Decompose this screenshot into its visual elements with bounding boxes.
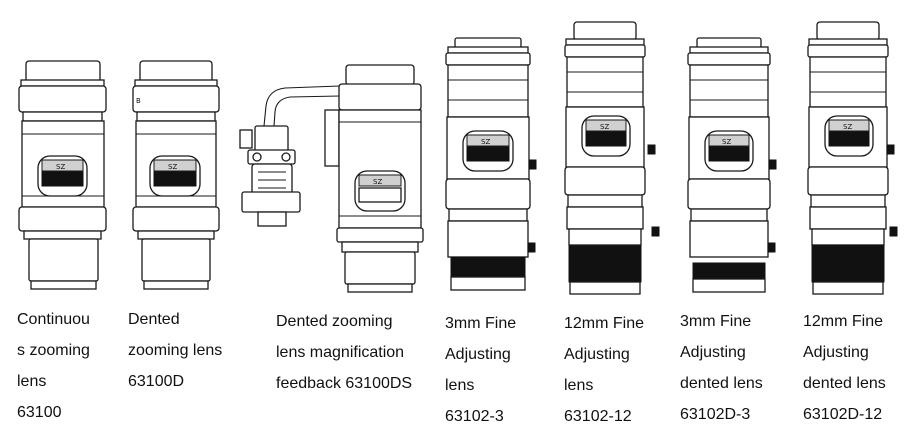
caption-63102-12: 12mm Fine Adjusting lens 63102-12	[564, 315, 645, 425]
window-label: SZ	[843, 123, 852, 131]
lens-63100: SZ	[18, 60, 107, 290]
window-label: SZ	[168, 163, 177, 171]
window-label: SZ	[56, 163, 65, 171]
window-label: SZ	[600, 123, 609, 131]
lens-63102-12: SZ	[564, 21, 660, 295]
caption-63102D-3: 3mm Fine Adjusting dented lens 63102D-3	[680, 313, 763, 423]
caption-63100DS: Dented zooming lens magnification feedba…	[276, 313, 413, 392]
lens-63102-3: SZ	[445, 37, 537, 291]
caption-63102D-12: 12mm Fine Adjusting dented lens 63102D-1…	[803, 313, 886, 423]
window-label: SZ	[373, 178, 382, 186]
window-label: SZ	[722, 138, 731, 146]
lens-63102D-12: SZ	[807, 21, 898, 295]
caption-63100: Continuou s zooming lens 63100	[17, 311, 90, 421]
lens-63102D-3: SZ	[687, 37, 777, 293]
lens-63100D: B SZ	[132, 60, 220, 290]
lens-63100DS: SZ	[239, 64, 424, 293]
caption-63102-3: 3mm Fine Adjusting lens 63102-3	[445, 315, 517, 425]
window-label: SZ	[481, 138, 490, 146]
svg-text:B: B	[136, 97, 141, 105]
caption-63100D: Dented zooming lens 63100D	[128, 311, 223, 390]
